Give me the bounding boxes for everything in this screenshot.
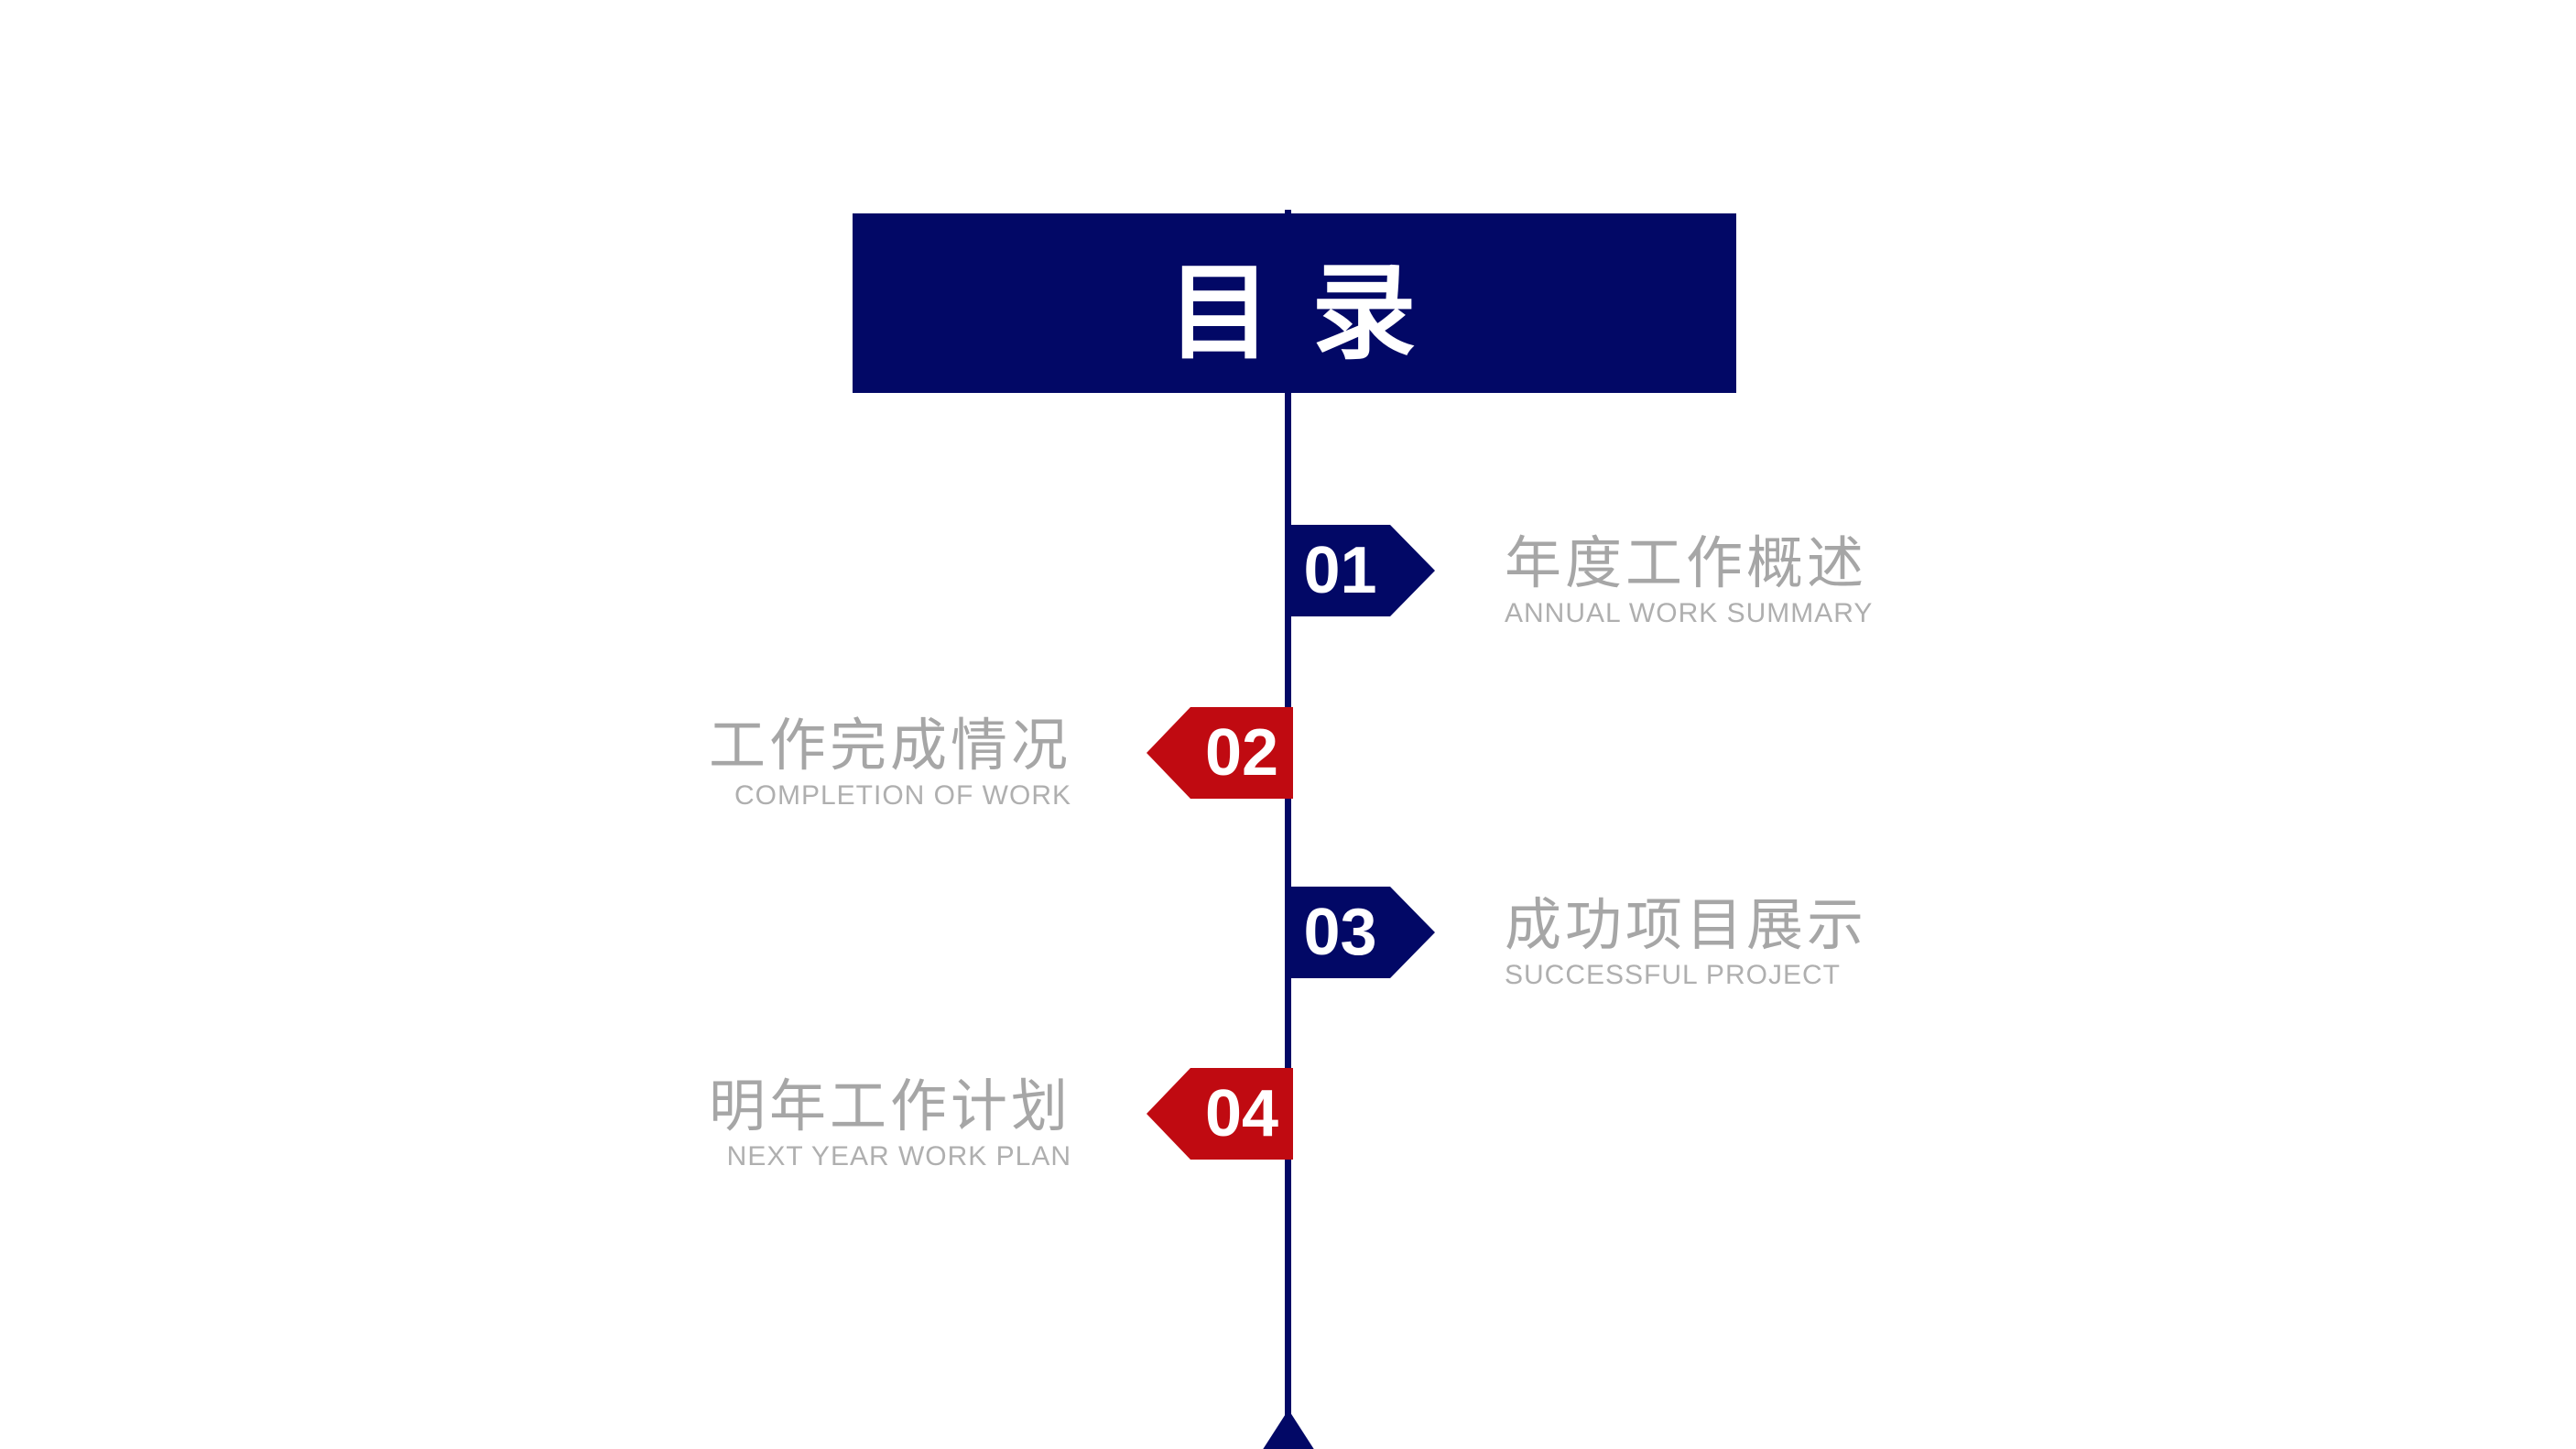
item-02-arrow-badge: 02 <box>1147 707 1293 799</box>
toc-item-01[interactable]: 01 年度工作概述 ANNUAL WORK SUMMARY <box>0 525 2576 629</box>
timeline-arrowhead-icon <box>1235 1410 1342 1449</box>
item-04-arrow-badge: 04 <box>1147 1068 1293 1160</box>
item-02-number: 02 <box>1204 716 1279 790</box>
item-01-arrow-badge: 01 <box>1290 525 1435 616</box>
item-04-subtitle: NEXT YEAR WORK PLAN <box>726 1141 1071 1171</box>
toc-item-03[interactable]: 03 成功项目展示 SUCCESSFUL PROJECT <box>0 887 2576 990</box>
item-02-subtitle: COMPLETION OF WORK <box>734 780 1071 811</box>
item-03-subtitle: SUCCESSFUL PROJECT <box>1505 960 1841 990</box>
item-03-arrow-badge: 03 <box>1290 887 1435 978</box>
title-banner: 目 录 <box>853 213 1736 393</box>
item-03-title: 成功项目展示 <box>1505 894 1868 957</box>
item-03-number: 03 <box>1303 896 1377 969</box>
item-04-label: 明年工作计划 NEXT YEAR WORK PLAN <box>709 1075 1071 1172</box>
timeline-line <box>1285 210 1291 1449</box>
toc-item-04[interactable]: 04 明年工作计划 NEXT YEAR WORK PLAN <box>0 1068 2576 1172</box>
item-02-title: 工作完成情况 <box>708 714 1071 778</box>
item-01-title: 年度工作概述 <box>1505 532 1868 595</box>
item-04-number: 04 <box>1204 1077 1279 1150</box>
toc-item-02[interactable]: 02 工作完成情况 COMPLETION OF WORK <box>0 707 2576 811</box>
item-03-label: 成功项目展示 SUCCESSFUL PROJECT <box>1505 894 1867 991</box>
item-01-number: 01 <box>1303 534 1377 607</box>
item-04-title: 明年工作计划 <box>708 1075 1071 1138</box>
slide-title: 目 录 <box>1167 255 1422 372</box>
item-01-label: 年度工作概述 ANNUAL WORK SUMMARY <box>1505 532 1873 629</box>
item-01-subtitle: ANNUAL WORK SUMMARY <box>1505 598 1874 628</box>
item-02-label: 工作完成情况 COMPLETION OF WORK <box>709 714 1071 812</box>
